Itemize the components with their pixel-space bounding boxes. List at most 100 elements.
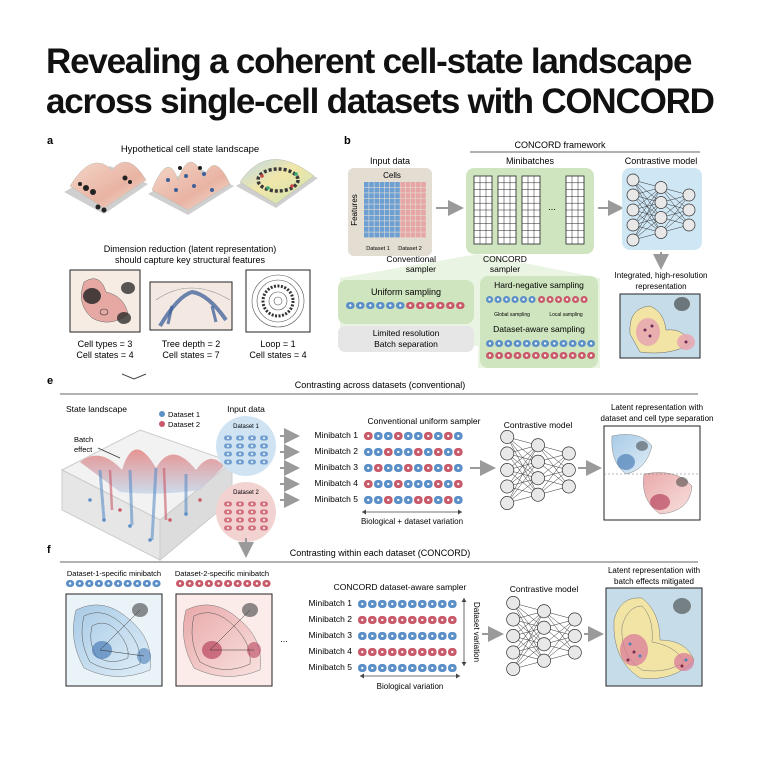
cell-nucleus xyxy=(397,482,400,486)
matrix-cell xyxy=(421,215,426,221)
matrix-cell xyxy=(374,187,379,193)
matrix-cell xyxy=(416,226,421,232)
cell-nucleus xyxy=(226,582,230,585)
cell-nucleus xyxy=(459,304,462,307)
cell-nucleus xyxy=(439,304,442,307)
matrix-cell xyxy=(390,232,395,238)
input-data-matrix xyxy=(364,182,426,238)
minibatch-row-label: Minibatch 5 xyxy=(315,494,359,504)
cell-nucleus xyxy=(421,618,424,622)
network-node xyxy=(537,604,551,619)
minibatch-ellipsis: ... xyxy=(548,202,556,212)
latent-panel-clusters xyxy=(69,269,141,333)
cell-nucleus xyxy=(451,666,454,670)
matrix-cell xyxy=(384,210,390,215)
network-node xyxy=(654,181,668,194)
cell-nucleus xyxy=(361,618,364,622)
minibatches-label: Minibatches xyxy=(506,156,555,166)
network-node xyxy=(561,463,576,477)
cell-nucleus xyxy=(451,650,454,654)
cell-nucleus xyxy=(516,354,519,357)
dataset-1-minibatch-label: Dataset-1-specific minibatch xyxy=(67,569,161,578)
cell-nucleus xyxy=(68,582,72,585)
network-node xyxy=(531,471,545,486)
dataset-2-cells xyxy=(224,501,268,531)
cell-nucleus xyxy=(251,503,253,505)
cell-nucleus xyxy=(457,450,460,454)
matrix-cell xyxy=(379,198,385,204)
cell-nucleus xyxy=(239,445,241,447)
cell-nucleus xyxy=(543,354,547,357)
cell-nucleus xyxy=(437,434,440,438)
cell-nucleus xyxy=(391,666,394,670)
dataset-variation-label: Dataset variation xyxy=(472,602,481,662)
dataset-1-cells xyxy=(224,435,268,465)
cell-nucleus xyxy=(451,618,454,622)
network-node xyxy=(682,218,696,232)
cell-nucleus xyxy=(543,342,547,345)
sampling-arrows-e xyxy=(280,428,300,508)
cell-nucleus xyxy=(239,461,241,463)
cell-nucleus xyxy=(227,445,229,447)
matrix-cell xyxy=(416,210,421,215)
cell-nucleus xyxy=(457,434,460,438)
cell-nucleus xyxy=(391,618,394,622)
network-node xyxy=(626,218,640,232)
matrix-cell xyxy=(369,232,374,238)
cell-nucleus xyxy=(263,445,265,447)
cell-nucleus xyxy=(431,666,434,670)
features-label: Features xyxy=(350,194,359,226)
cell-nucleus xyxy=(239,437,241,439)
cell-nucleus xyxy=(580,342,584,345)
matrix-cell xyxy=(374,232,379,238)
cell-nucleus xyxy=(145,582,149,585)
cell-nucleus xyxy=(407,498,410,502)
cell-nucleus xyxy=(239,511,241,513)
cell-nucleus xyxy=(451,602,454,606)
input-data-label: Input data xyxy=(370,156,410,166)
cell-nucleus xyxy=(391,602,394,606)
legend-dataset-2: Dataset 2 xyxy=(168,420,200,429)
cell-nucleus xyxy=(534,354,538,357)
cell-nucleus xyxy=(265,582,268,585)
cell-nucleus xyxy=(227,461,229,463)
batch-label-1: Batch xyxy=(74,435,93,444)
cell-nucleus xyxy=(557,298,560,301)
cell-nucleus xyxy=(155,582,158,585)
network-node xyxy=(682,188,696,202)
matrix-cell xyxy=(410,193,416,199)
cell-nucleus xyxy=(236,582,239,585)
network-node xyxy=(654,196,668,209)
cell-nucleus xyxy=(263,511,265,513)
matrix-cell xyxy=(405,198,411,204)
cell-nucleus xyxy=(397,450,400,454)
network-node xyxy=(567,645,582,660)
cell-nucleus xyxy=(427,482,430,486)
matrix-cell xyxy=(364,232,369,238)
cell-nucleus xyxy=(516,342,519,345)
cell-nucleus xyxy=(217,582,220,585)
cell-nucleus xyxy=(534,342,538,345)
uniform-sampling-strip xyxy=(346,302,465,309)
network-node xyxy=(626,233,640,247)
matrix-cell xyxy=(395,210,400,215)
matrix-cell xyxy=(384,187,390,193)
matrix-cell xyxy=(421,193,426,199)
network-edge xyxy=(543,619,576,661)
matrix-cell xyxy=(374,198,379,204)
cell-nucleus xyxy=(571,354,574,357)
panel-f-letter: f xyxy=(47,544,51,556)
matrix-cell xyxy=(421,221,426,227)
cell-nucleus xyxy=(574,298,577,301)
panel-a-heading: Hypothetical cell state landscape xyxy=(121,144,259,155)
matrix-cell xyxy=(400,204,405,210)
matrix-cell xyxy=(364,182,369,187)
latent-f-line-1: Latent representation with xyxy=(608,566,700,575)
cell-nucleus xyxy=(431,618,434,622)
dataset-1-contour-plot xyxy=(65,593,163,687)
matrix-cell xyxy=(390,215,395,221)
landscape-surface-3 xyxy=(236,159,318,208)
cell-nucleus xyxy=(387,434,390,438)
batch-effect-landscape xyxy=(60,429,234,562)
